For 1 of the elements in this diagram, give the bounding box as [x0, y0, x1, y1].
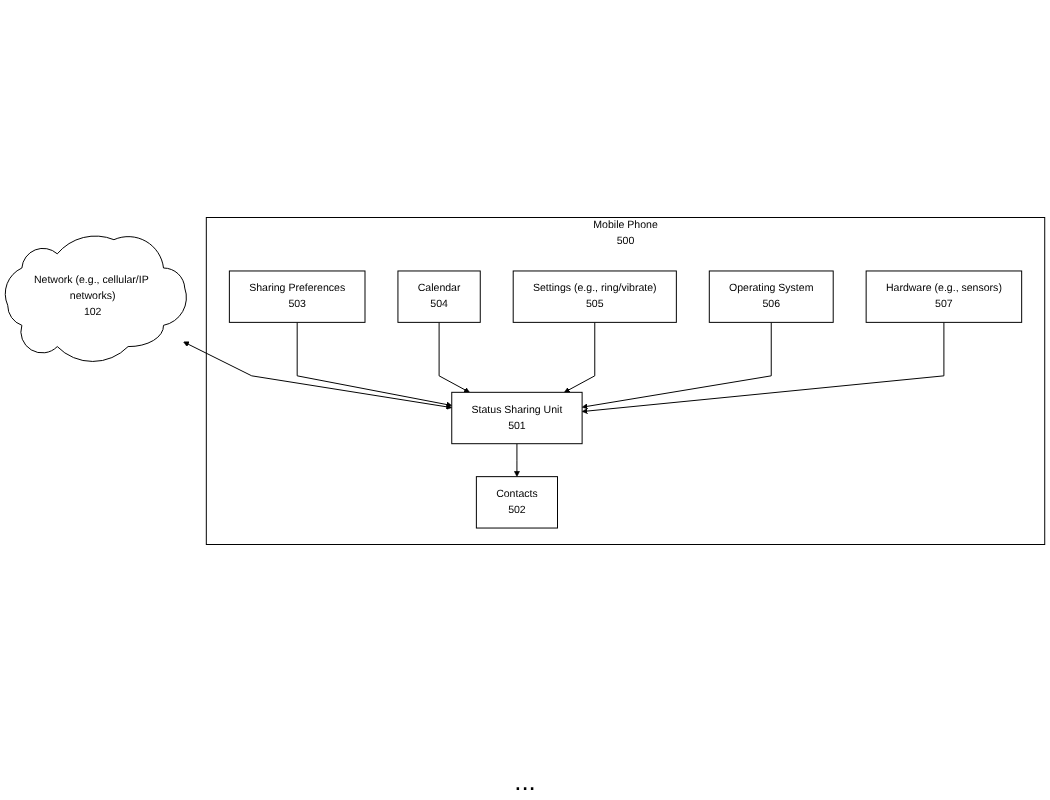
ellipsis-note: ...: [514, 766, 536, 796]
